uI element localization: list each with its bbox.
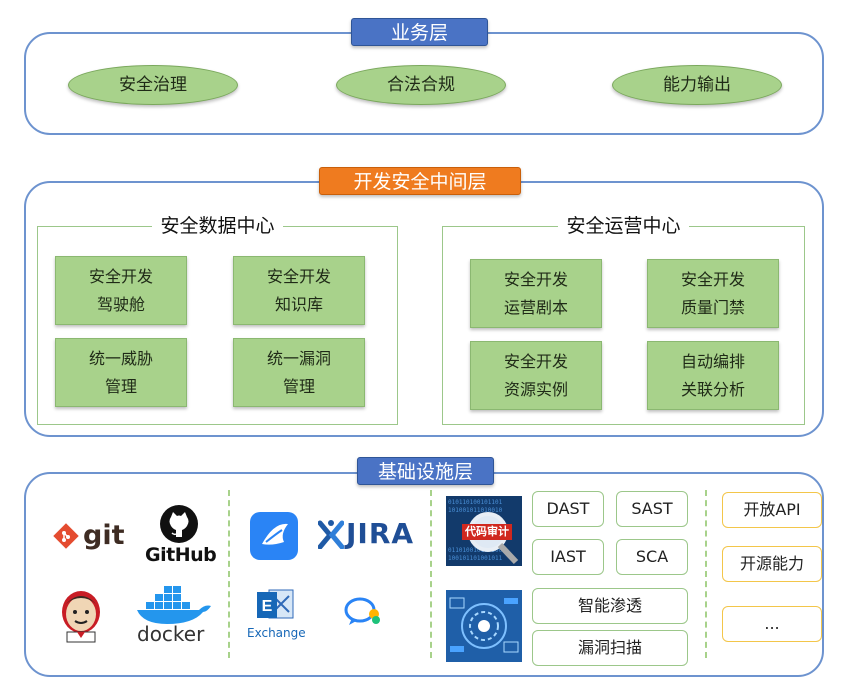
docker-logo: docker xyxy=(133,584,215,646)
svg-text:101001011010010: 101001011010010 xyxy=(448,507,503,514)
business-item-capability-output: 能力输出 xyxy=(612,65,782,105)
data-center-box-vuln: 统一漏洞管理 xyxy=(233,338,365,407)
code-audit-image: 010110100101101 101001011010010 01101001… xyxy=(446,496,522,566)
infra-separator-1 xyxy=(228,490,230,658)
jenkins-logo xyxy=(55,588,107,644)
ops-box-playbook: 安全开发运营剧本 xyxy=(470,259,602,328)
tool-sast: SAST xyxy=(616,491,688,527)
code-audit-badge: 代码审计 xyxy=(462,524,512,540)
business-item-compliance: 合法合规 xyxy=(336,65,506,105)
svg-text:011010010110100: 011010010110100 xyxy=(448,547,503,554)
feishu-app-icon xyxy=(250,512,298,560)
infra-layer xyxy=(24,472,824,677)
github-wordmark: GitHub xyxy=(145,544,217,566)
ops-center-group: 安全运营中心 xyxy=(442,215,805,425)
tool-smart-pentest: 智能渗透 xyxy=(532,588,688,624)
ops-box-resource: 安全开发资源实例 xyxy=(470,341,602,410)
ops-center-title: 安全运营中心 xyxy=(443,211,804,238)
jira-wordmark: JIRA xyxy=(346,517,415,550)
chat-bubble-icon xyxy=(342,596,384,628)
middle-layer-title: 开发安全中间层 xyxy=(319,167,521,195)
jira-logo: JIRA xyxy=(318,515,414,553)
github-octocat-icon xyxy=(160,505,198,543)
data-center-title: 安全数据中心 xyxy=(38,211,397,238)
exchange-logo: E Exchange xyxy=(244,586,306,646)
jira-icon xyxy=(318,520,344,549)
open-source-capability: 开源能力 xyxy=(722,546,822,582)
docker-whale-icon xyxy=(137,586,211,624)
ops-box-orchestration: 自动编排关联分析 xyxy=(647,341,779,410)
data-center-box-threat: 统一威胁管理 xyxy=(55,338,187,407)
tool-iast: IAST xyxy=(532,539,604,575)
open-more: ... xyxy=(722,606,822,642)
scan-analytics-image xyxy=(446,590,522,662)
business-item-governance: 安全治理 xyxy=(68,65,238,105)
data-center-box-cockpit: 安全开发驾驶舱 xyxy=(55,256,187,325)
git-icon xyxy=(53,523,79,549)
git-logo: git xyxy=(53,518,133,558)
business-layer-title: 业务层 xyxy=(351,18,488,46)
svg-text:100101101001011: 100101101001011 xyxy=(448,555,503,562)
exchange-wordmark: Exchange xyxy=(247,626,306,640)
data-center-box-knowledge: 安全开发知识库 xyxy=(233,256,365,325)
tool-vuln-scan: 漏洞扫描 xyxy=(532,630,688,666)
svg-text:E: E xyxy=(262,598,273,615)
infra-separator-3 xyxy=(705,490,707,658)
infra-separator-2 xyxy=(430,490,432,658)
ops-box-quality-gate: 安全开发质量门禁 xyxy=(647,259,779,328)
tool-sca: SCA xyxy=(616,539,688,575)
open-api: 开放API xyxy=(722,492,822,528)
tool-dast: DAST xyxy=(532,491,604,527)
svg-text:010110100101101: 010110100101101 xyxy=(448,499,503,506)
exchange-icon: E xyxy=(257,589,294,619)
data-center-group: 安全数据中心 xyxy=(37,215,398,425)
docker-wordmark: docker xyxy=(137,622,205,646)
github-logo: GitHub xyxy=(143,504,217,566)
jenkins-butler-icon xyxy=(62,591,100,643)
infra-layer-title: 基础设施层 xyxy=(357,457,494,485)
git-wordmark: git xyxy=(83,520,125,551)
